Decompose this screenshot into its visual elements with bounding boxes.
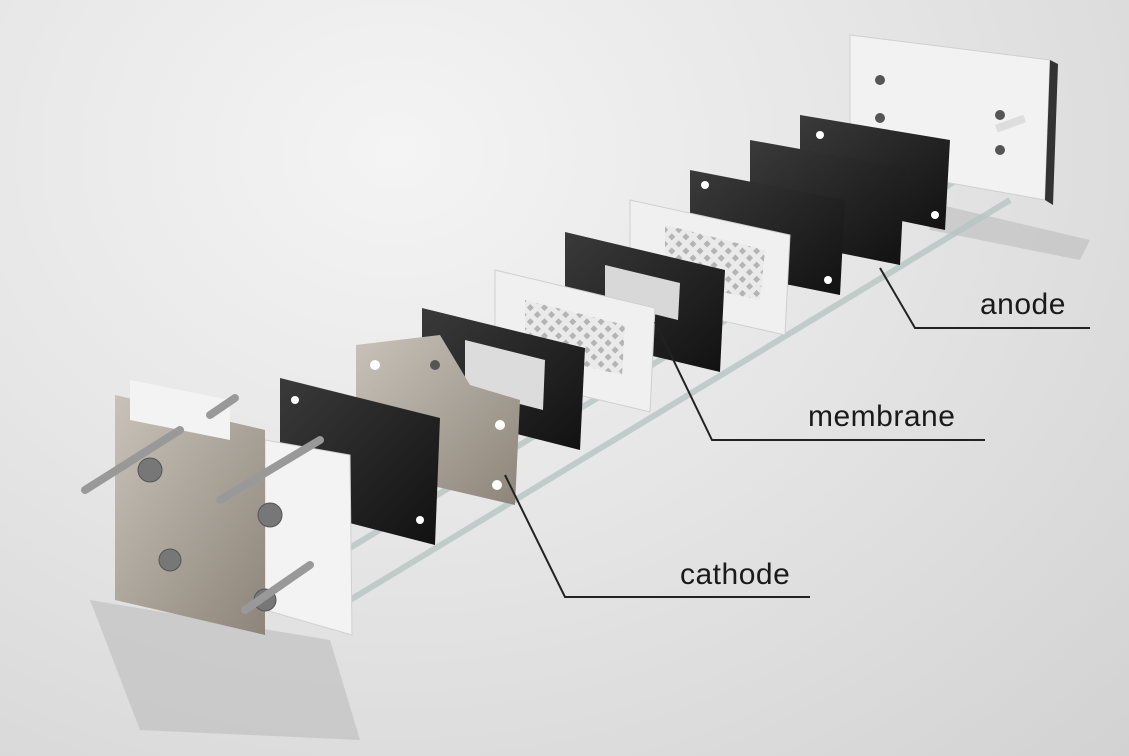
anode-leader-line [879,267,1090,329]
membrane-label: membrane [808,400,956,433]
anode-label: anode [980,288,1066,321]
shadows [90,200,1090,740]
cathode-leader-line [504,474,810,598]
leader-lines [504,267,1090,598]
cathode-label: cathode [680,558,791,591]
membrane-leader-line [654,321,985,441]
cathode-end-plate [81,380,353,636]
